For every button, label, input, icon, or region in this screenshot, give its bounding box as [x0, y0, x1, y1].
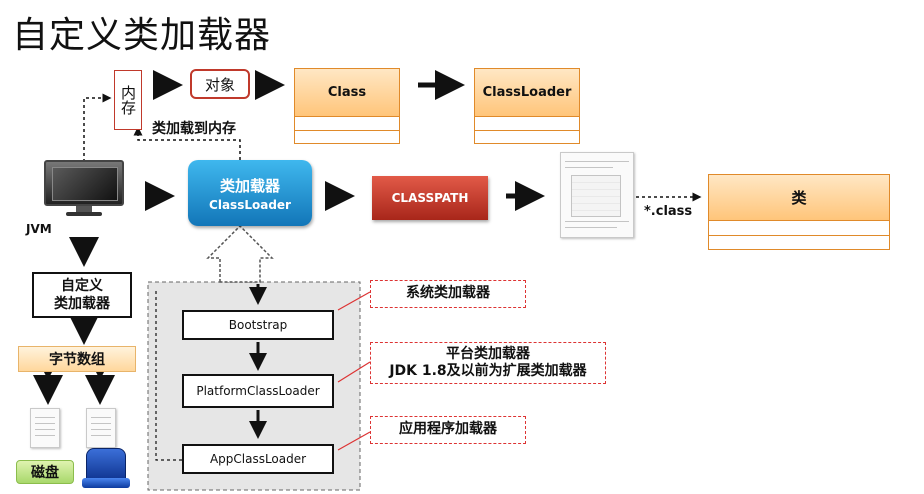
- arrow-chain-up: [206, 224, 274, 283]
- line-custom-chain: [155, 290, 182, 461]
- disk-box: 磁盘: [16, 460, 74, 484]
- bootstrap-box: Bootstrap: [182, 310, 334, 340]
- arrow-loader-memory: [133, 126, 241, 160]
- callout-app-loader: 应用程序加载器: [370, 416, 526, 444]
- class-box: Class: [294, 68, 400, 144]
- custom-loader-box: 自定义 类加载器: [32, 272, 132, 318]
- callout-system-loader: 系统类加载器: [370, 280, 526, 308]
- classloader-center-line2: ClassLoader: [209, 197, 291, 212]
- disk-file-icon: [30, 408, 60, 448]
- bytes-box: 字节数组: [18, 346, 136, 372]
- classloader-center-line1: 类加载器: [219, 176, 280, 195]
- class-target-label: 类: [791, 189, 807, 207]
- object-label: 对象: [204, 75, 235, 94]
- custom-loader-line2: 类加载器: [54, 296, 110, 312]
- class-box-row: [295, 117, 399, 131]
- classloader-box-label: ClassLoader: [482, 85, 572, 100]
- classloader-box-header: ClassLoader: [475, 69, 579, 117]
- leader-platform: [337, 361, 371, 383]
- jvm-label: JVM: [26, 222, 52, 236]
- callout-system-text: 系统类加载器: [406, 285, 490, 302]
- classpath-label: CLASSPATH: [391, 191, 469, 205]
- jvm-monitor-icon: [44, 160, 124, 216]
- classloader-box: ClassLoader: [474, 68, 580, 144]
- object-box: 对象: [190, 69, 250, 99]
- platform-loader-label: PlatformClassLoader: [196, 384, 320, 398]
- classloader-box-row: [475, 117, 579, 131]
- class-target-box: 类: [708, 174, 890, 250]
- app-loader-box: AppClassLoader: [182, 444, 334, 474]
- leader-system: [337, 291, 371, 311]
- memory-label: 内存: [119, 85, 137, 115]
- callout-app-text: 应用程序加载器: [399, 421, 497, 438]
- bootstrap-label: Bootstrap: [228, 318, 288, 332]
- arrow-jvm-memory: [83, 93, 112, 162]
- custom-loader-line1: 自定义: [61, 277, 103, 294]
- callout-platform-line2: JDK 1.8及以前为扩展类加载器: [389, 363, 587, 379]
- network-device-icon: [82, 448, 130, 490]
- callout-platform-line1: 平台类加载器: [446, 345, 530, 362]
- classloader-center: 类加载器 ClassLoader: [188, 160, 312, 226]
- classpath-box: CLASSPATH: [372, 176, 488, 220]
- class-box-label: Class: [327, 85, 367, 100]
- memory-box: 内存: [114, 70, 142, 130]
- leader-app: [337, 431, 371, 451]
- class-files-icon: [560, 152, 634, 238]
- disk-label: 磁盘: [31, 465, 59, 481]
- dot-class-label: *.class: [644, 204, 693, 219]
- platform-loader-box: PlatformClassLoader: [182, 374, 334, 408]
- bytes-label: 字节数组: [49, 352, 105, 368]
- load-to-memory-label: 类加载到内存: [152, 121, 236, 137]
- app-loader-label: AppClassLoader: [209, 452, 307, 466]
- class-box-header: Class: [295, 69, 399, 117]
- class-target-row: [709, 221, 889, 236]
- class-target-header: 类: [709, 175, 889, 221]
- device-file-icon: [86, 408, 116, 448]
- page-title: 自定义类加载器: [12, 15, 272, 56]
- callout-platform-loader: 平台类加载器 JDK 1.8及以前为扩展类加载器: [370, 342, 606, 384]
